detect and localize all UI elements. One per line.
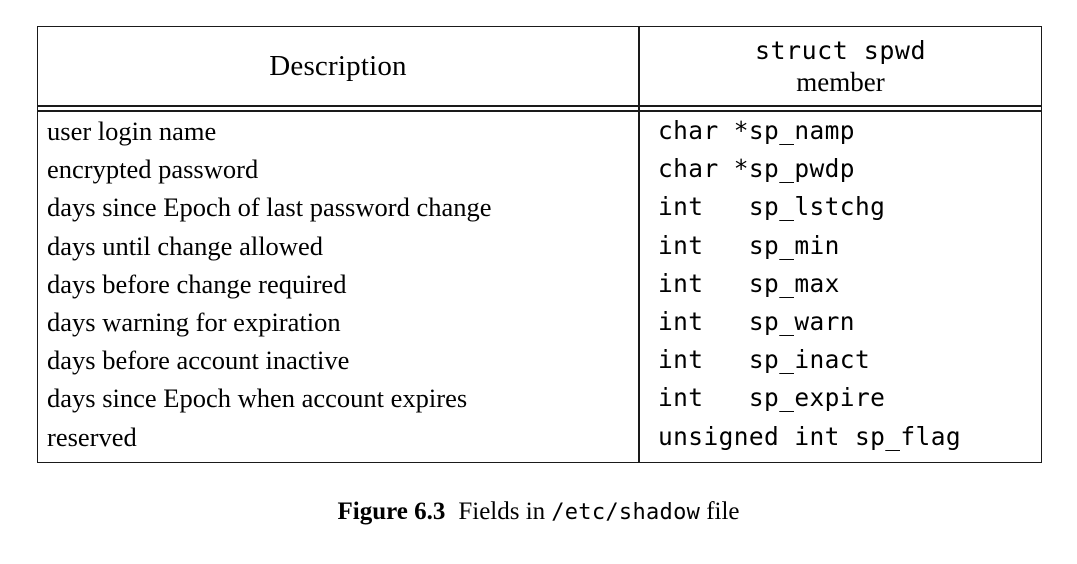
- table-row: days before account inactive int sp_inac…: [38, 341, 1041, 379]
- cell-member: int sp_warn: [658, 307, 855, 337]
- table-header-row: Description struct spwd member: [38, 27, 1041, 105]
- cell-member: char *sp_pwdp: [658, 154, 855, 184]
- cell-description: days before account inactive: [47, 345, 350, 376]
- table-row: days warning for expiration int sp_warn: [38, 303, 1041, 341]
- header-rule-upper: [38, 105, 1041, 107]
- table-row: user login name char *sp_namp: [38, 112, 1041, 150]
- cell-member: int sp_lstchg: [658, 192, 886, 222]
- figure-caption-text-before: Fields in: [458, 498, 546, 525]
- table-row: days since Epoch when account expires in…: [38, 379, 1041, 417]
- fields-table: Description struct spwd member user logi…: [37, 26, 1042, 463]
- cell-description: encrypted password: [47, 154, 259, 185]
- table-body: user login name char *sp_namp encrypted …: [38, 112, 1041, 462]
- cell-description: reserved: [47, 421, 137, 452]
- column-header-member-line1: struct spwd: [754, 35, 927, 65]
- figure-caption-text-after: file: [706, 498, 740, 525]
- cell-member: int sp_expire: [658, 383, 886, 413]
- column-header-member: struct spwd member: [640, 27, 1041, 105]
- table-row: encrypted password char *sp_pwdp: [38, 150, 1041, 188]
- cell-member: int sp_min: [658, 230, 840, 260]
- column-divider: [638, 27, 640, 462]
- cell-member: int sp_max: [658, 268, 840, 298]
- cell-description: days until change allowed: [47, 230, 323, 261]
- column-header-description: Description: [38, 27, 638, 105]
- header-rule-lower: [38, 110, 1041, 112]
- header-double-rule: [38, 105, 1041, 112]
- cell-member: char *sp_namp: [658, 116, 855, 146]
- column-header-description-label: Description: [269, 50, 407, 82]
- cell-member: int sp_inact: [658, 345, 871, 375]
- cell-description: user login name: [47, 116, 217, 147]
- cell-description: days since Epoch of last password change: [47, 192, 492, 223]
- table-row: days before change required int sp_max: [38, 265, 1041, 303]
- column-header-member-line2: member: [796, 66, 885, 97]
- cell-description: days before change required: [47, 268, 347, 299]
- figure-caption-path: /etc/shadow: [551, 500, 701, 525]
- table-row: reserved unsigned int sp_flag: [38, 418, 1041, 456]
- cell-description: days since Epoch when account expires: [47, 383, 468, 414]
- table-row: days until change allowed int sp_min: [38, 227, 1041, 265]
- table-row: days since Epoch of last password change…: [38, 188, 1041, 226]
- cell-member: unsigned int sp_flag: [658, 421, 962, 451]
- figure-caption-label: Figure 6.3: [337, 498, 446, 525]
- cell-description: days warning for expiration: [47, 307, 341, 338]
